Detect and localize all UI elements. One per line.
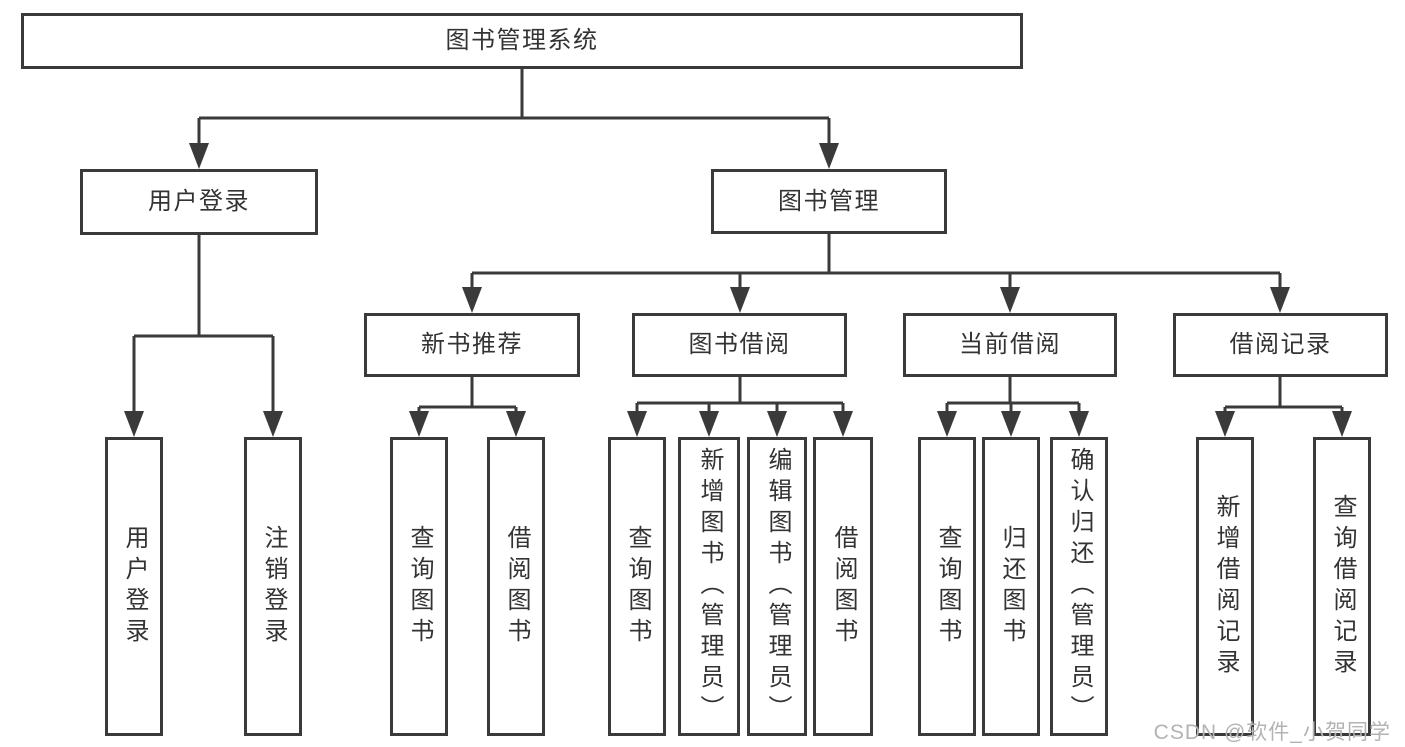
node-label: 借阅图书 [830, 524, 857, 649]
node-current-borrowing: 当前借阅 [903, 313, 1117, 377]
node-label: 查询图书 [934, 524, 961, 649]
leaf-query-books-borrowing: 查询图书 [608, 437, 666, 736]
node-label: 当前借阅 [959, 331, 1061, 358]
node-label: 注销登录 [260, 524, 287, 649]
leaf-logout: 注销登录 [244, 437, 302, 736]
node-borrowing-records: 借阅记录 [1173, 313, 1388, 377]
node-book-management: 图书管理 [711, 169, 947, 234]
leaf-borrow-books-recommend: 借阅图书 [487, 437, 545, 736]
node-new-book-recommend: 新书推荐 [364, 313, 580, 377]
node-label: 编辑图书（管理员） [764, 447, 791, 726]
node-label: 用户登录 [121, 524, 148, 649]
node-label: 新书推荐 [421, 331, 523, 358]
node-label: 查询图书 [624, 524, 651, 649]
node-label: 借阅记录 [1229, 331, 1332, 358]
node-label: 图书管理系统 [445, 27, 599, 54]
leaf-add-books-admin: 新增图书（管理员） [678, 437, 740, 736]
leaf-user-login: 用户登录 [105, 437, 163, 736]
node-label: 归还图书 [998, 524, 1025, 649]
node-user-login: 用户登录 [80, 169, 318, 235]
node-book-borrowing: 图书借阅 [632, 313, 847, 377]
leaf-add-borrow-record: 新增借阅记录 [1196, 437, 1254, 736]
node-label: 确认归还（管理员） [1066, 447, 1093, 726]
leaf-borrow-books-borrowing: 借阅图书 [813, 437, 873, 736]
arrowheads [124, 143, 1352, 437]
node-label: 新增图书（管理员） [696, 447, 723, 726]
connector-paths [132, 67, 1344, 414]
leaf-query-books-current: 查询图书 [918, 437, 976, 736]
leaf-return-books: 归还图书 [982, 437, 1040, 736]
leaf-edit-books-admin: 编辑图书（管理员） [747, 437, 807, 736]
node-label: 图书管理 [778, 187, 880, 215]
leaf-query-books-recommend: 查询图书 [390, 437, 448, 736]
node-label: 借阅图书 [503, 524, 530, 649]
leaf-confirm-return-admin: 确认归还（管理员） [1050, 437, 1108, 736]
node-label: 图书借阅 [688, 331, 791, 358]
node-label: 查询图书 [406, 524, 433, 649]
leaf-query-borrow-record: 查询借阅记录 [1313, 437, 1371, 736]
node-label: 新增借阅记录 [1212, 493, 1239, 680]
node-label: 用户登录 [148, 188, 250, 215]
node-library-system: 图书管理系统 [21, 13, 1023, 69]
node-label: 查询借阅记录 [1329, 493, 1356, 680]
watermark: CSDN @软件_小贺同学 [1153, 721, 1391, 744]
